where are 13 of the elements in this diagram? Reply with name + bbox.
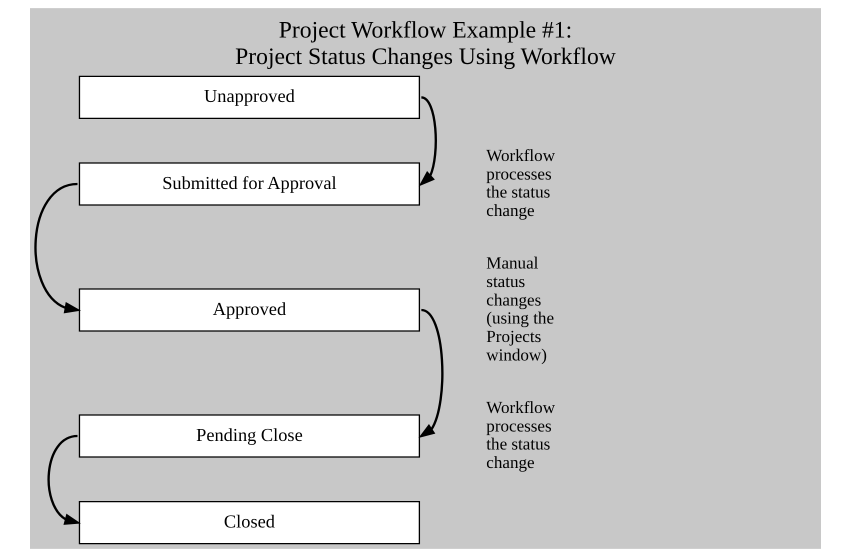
arrow bbox=[47, 434, 81, 525]
label: Workflow processes the status change bbox=[486, 146, 556, 220]
node-box: Submitted for Approval bbox=[78, 162, 420, 206]
node-box: Unapproved bbox=[78, 76, 420, 120]
node-box: Pending Close bbox=[78, 414, 420, 458]
node-box: Closed bbox=[78, 500, 420, 544]
arrow bbox=[418, 308, 444, 438]
arrow bbox=[418, 96, 437, 186]
node-box: Approved bbox=[78, 288, 420, 332]
diagram-title: Project Workflow Example #1: Project Status Changes Using Workflow bbox=[235, 18, 616, 70]
arrow bbox=[34, 182, 82, 314]
label: Workflow processes the status change bbox=[486, 398, 556, 472]
label: Manual status changes (using the Projects window) bbox=[486, 254, 554, 364]
